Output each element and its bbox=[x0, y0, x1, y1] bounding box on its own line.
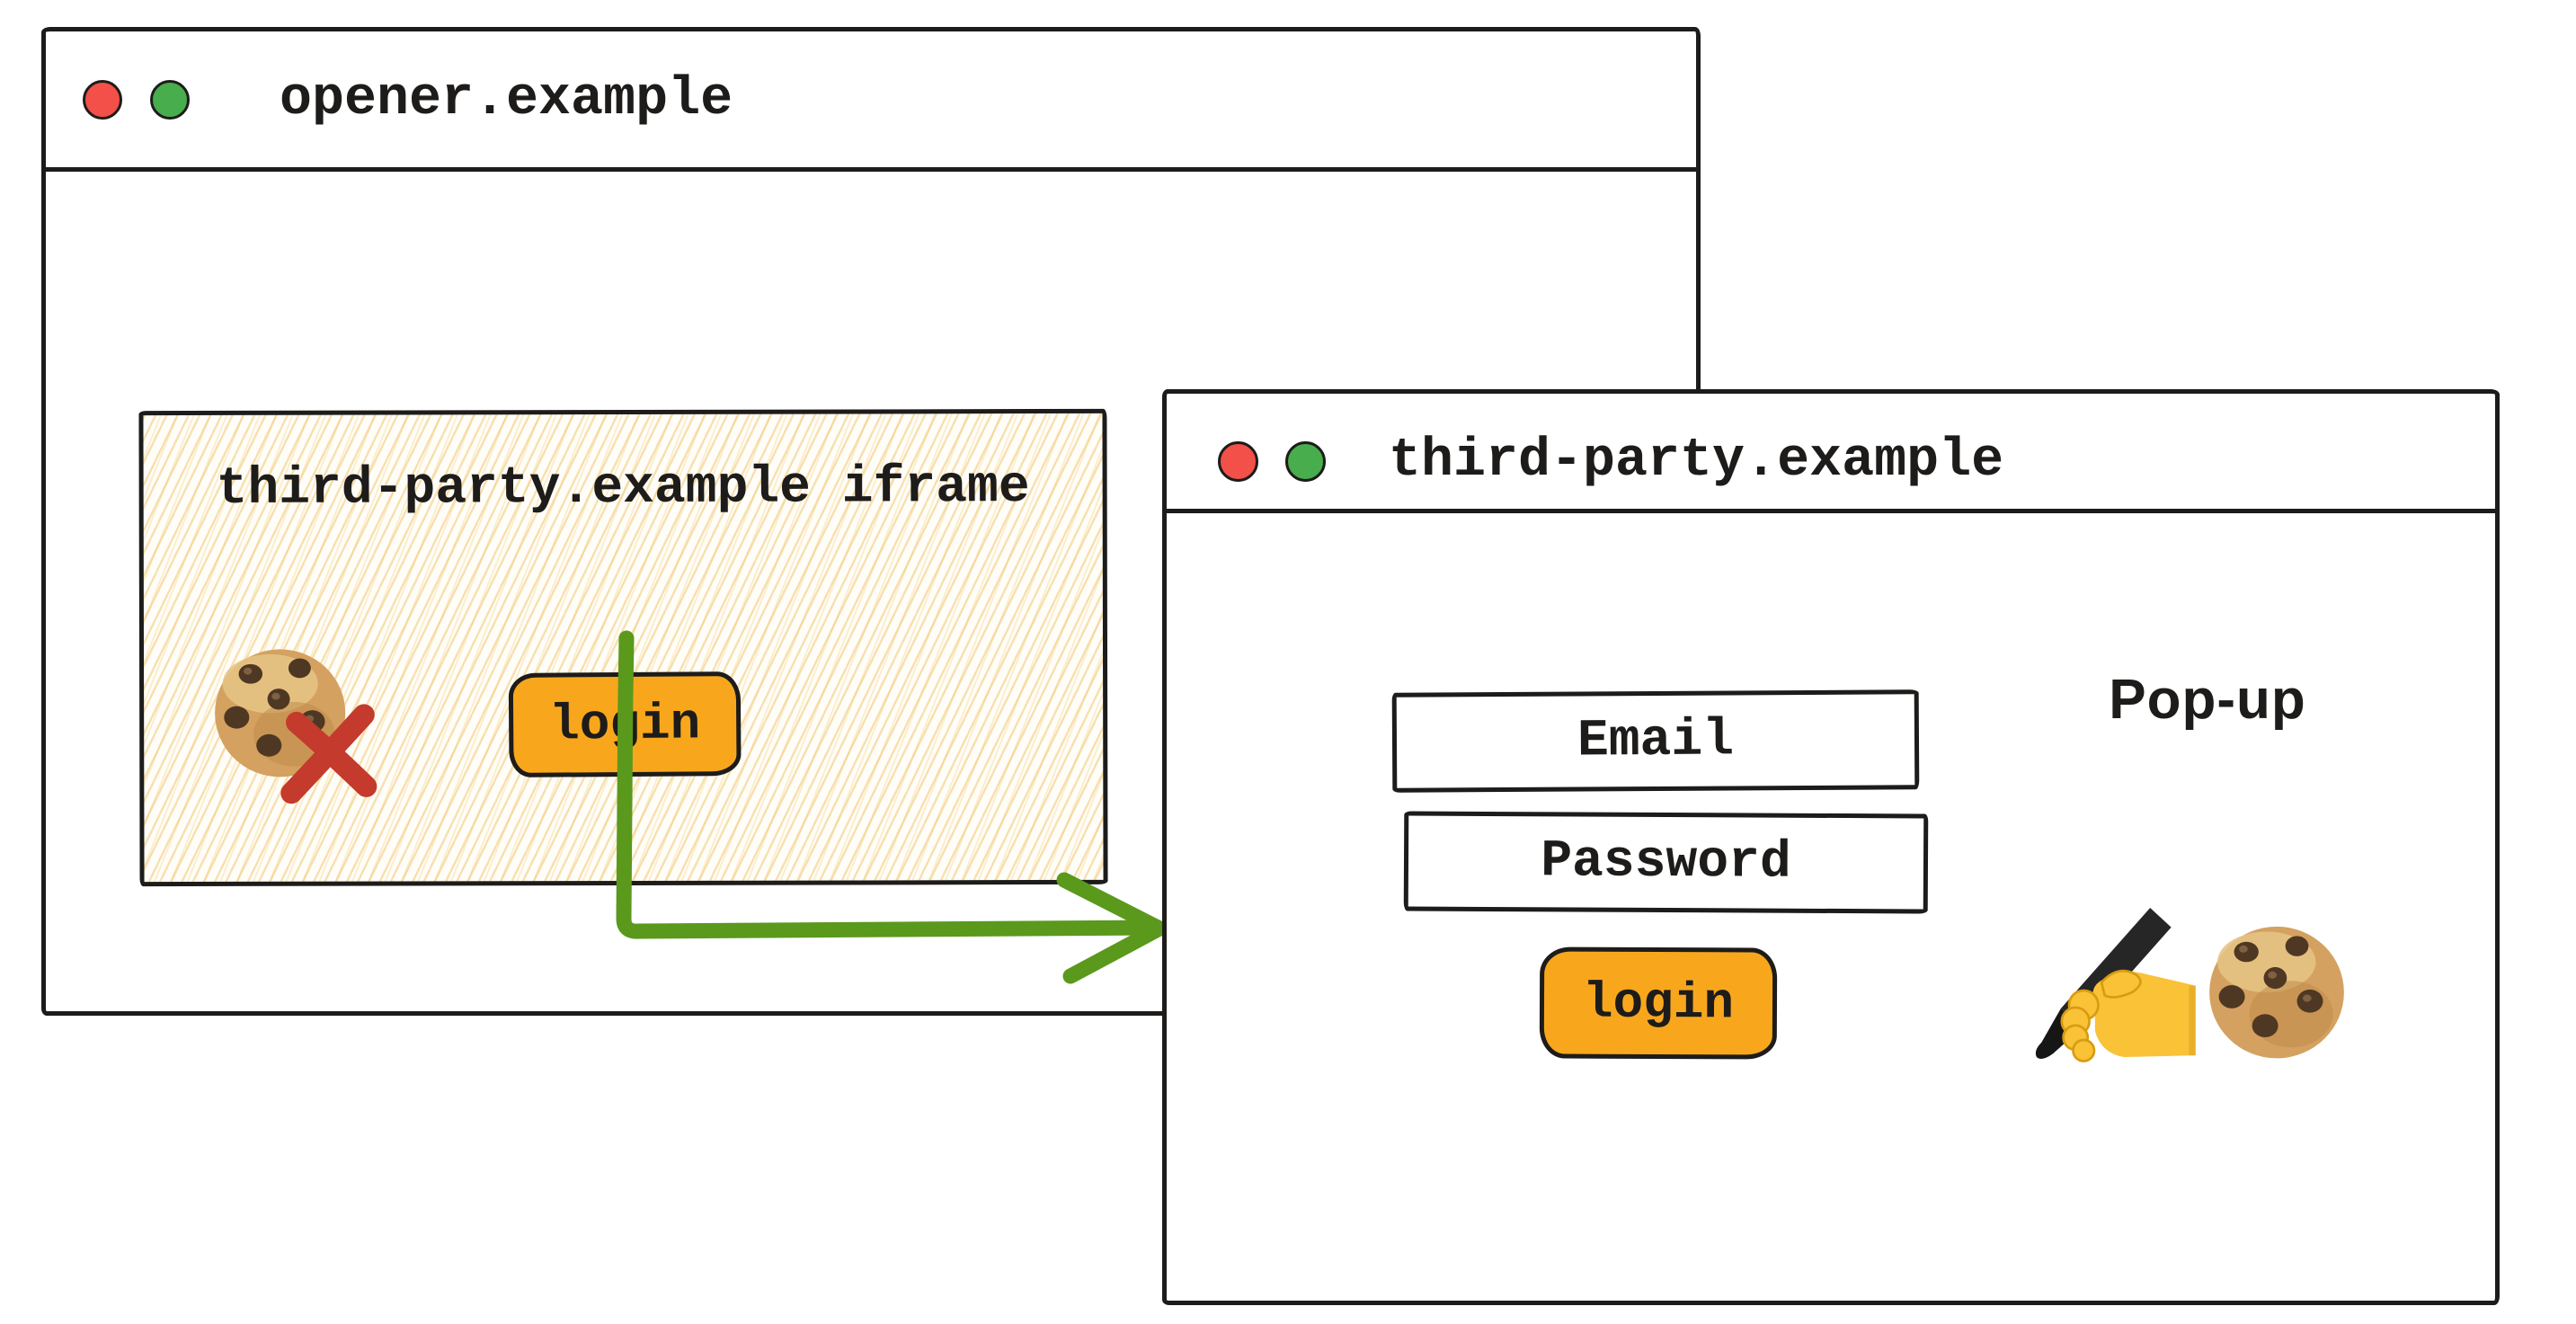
popup-titlebar: third-party.example bbox=[1167, 394, 2495, 513]
opener-window-title: opener.example bbox=[280, 68, 733, 130]
popup-window-title: third-party.example bbox=[1389, 431, 2004, 492]
cookie-icon bbox=[2209, 926, 2344, 1059]
traffic-light-green-icon[interactable] bbox=[150, 79, 190, 120]
email-field[interactable]: Email bbox=[1391, 689, 1920, 793]
iframe-title: third-party.example iframe bbox=[216, 458, 1030, 519]
popup-label: Pop-up bbox=[2109, 669, 2306, 731]
third-party-iframe: third-party.example iframe bbox=[138, 408, 1108, 887]
iframe-login-button[interactable]: login bbox=[508, 671, 742, 778]
popup-window: third-party.example Email Password login… bbox=[1162, 389, 2500, 1305]
traffic-light-red-icon[interactable] bbox=[83, 79, 122, 120]
opener-titlebar: opener.example bbox=[46, 31, 1696, 172]
traffic-light-green-icon[interactable] bbox=[1285, 440, 1326, 482]
traffic-light-red-icon[interactable] bbox=[1218, 440, 1258, 482]
writing-hand-icon bbox=[2035, 908, 2196, 1062]
blocked-cross-icon bbox=[280, 704, 378, 804]
popup-login-button[interactable]: login bbox=[1539, 946, 1778, 1060]
password-field[interactable]: Password bbox=[1403, 811, 1929, 914]
